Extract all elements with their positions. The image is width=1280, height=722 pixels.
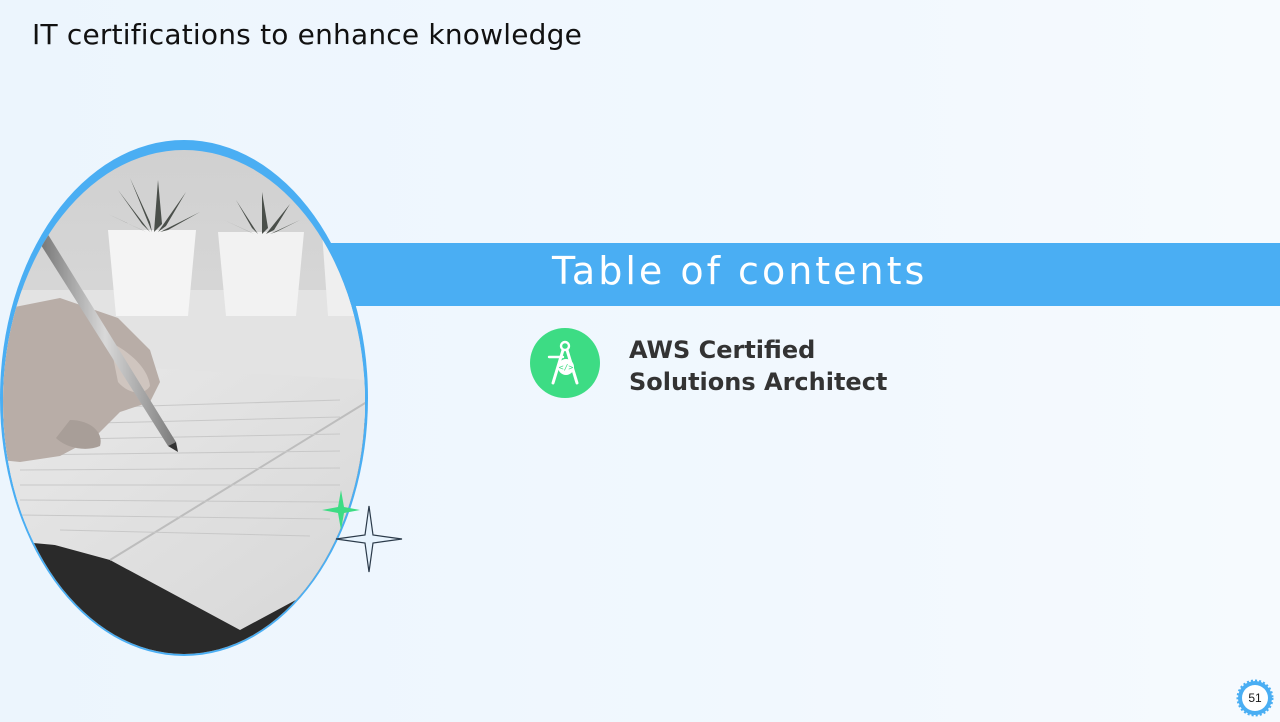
toc-item-line2: Solutions Architect xyxy=(629,368,888,396)
toc-item-label: AWS Certified Solutions Architect xyxy=(629,334,969,398)
toc-banner xyxy=(330,243,1280,306)
toc-banner-title: Table of contents xyxy=(552,249,928,293)
page-number: 51 xyxy=(1248,691,1262,705)
writing-photo xyxy=(0,120,370,660)
architect-compass-code-icon: </> xyxy=(530,328,600,398)
toc-item[interactable]: </> AWS Certified Solutions Architect xyxy=(530,328,969,398)
toc-item-line1: AWS Certified xyxy=(629,336,816,364)
slide-title: IT certifications to enhance knowledge xyxy=(32,18,582,51)
page-number-badge: 51 xyxy=(1236,679,1274,717)
svg-text:</>: </> xyxy=(559,363,574,372)
sparkle-decoration xyxy=(318,488,408,583)
